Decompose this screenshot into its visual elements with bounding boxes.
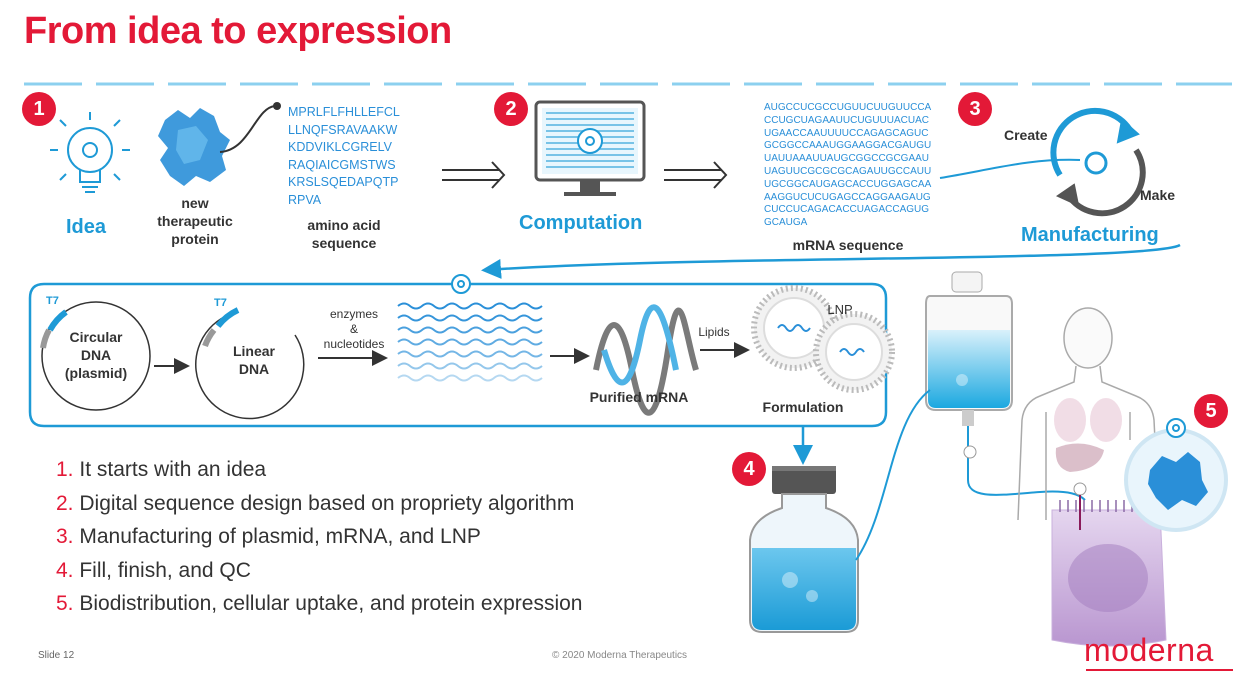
purified-mrna-label: Purified mRNA xyxy=(589,389,689,405)
double-arrow-1 xyxy=(442,161,506,189)
lnp-label: LNP xyxy=(827,302,853,317)
copyright: © 2020 Moderna Therapeutics xyxy=(552,650,688,661)
lnp-particles-icon xyxy=(751,285,895,393)
lipids-label: Lipids xyxy=(698,325,730,339)
t7-label-circular: T7 xyxy=(46,295,59,307)
mrna-to-manufacturing-line xyxy=(939,158,1081,179)
step-badge-3: 3 xyxy=(958,92,992,126)
computation-label: Computation xyxy=(519,212,643,234)
list-item: 1. It starts with an idea xyxy=(56,458,267,481)
organs-icon xyxy=(1054,398,1122,472)
linear-dna-icon xyxy=(195,307,305,420)
list-item: 2. Digital sequence design based on prop… xyxy=(56,491,575,515)
vial-to-bag-line xyxy=(855,389,931,561)
formulation-label: Formulation xyxy=(762,399,844,415)
step-badge-4: 4 xyxy=(732,452,766,486)
moderna-logo: moderna xyxy=(1084,632,1214,668)
page-title: From idea to expression xyxy=(24,10,452,52)
logo-underline xyxy=(1086,669,1233,671)
purified-mrna-icon xyxy=(593,304,699,416)
step-badge-5: 5 xyxy=(1194,394,1228,428)
idea-label: Idea xyxy=(66,216,107,238)
amino-acid-label: amino acid sequence xyxy=(307,217,381,251)
linear-dna-label: Linear DNA xyxy=(232,343,275,377)
iv-bag-icon xyxy=(925,271,1087,501)
amino-acid-sequence: MPRLFLFHLLEFCL LLNQFSRAVAAKW KDDVIKLCGRE… xyxy=(288,105,400,207)
expressed-protein-icon xyxy=(1124,418,1228,532)
circular-dna-icon xyxy=(40,301,151,411)
t7-label-linear: T7 xyxy=(214,297,227,309)
list-item: 3. Manufacturing of plasmid, mRNA, and L… xyxy=(56,525,481,548)
human-body-icon xyxy=(1017,307,1159,521)
enzymes-nucleotides-label: enzymes & nucleotides xyxy=(323,307,385,351)
protein-connector xyxy=(219,105,276,153)
lightbulb-icon xyxy=(50,112,130,193)
slide-number: Slide 12 xyxy=(38,650,75,661)
mrna-strands-icon xyxy=(397,302,543,382)
circular-dna-label: Circular DNA (plasmid) xyxy=(64,329,128,381)
cell-icon xyxy=(1051,495,1167,647)
steps-list: 1. It starts with an idea 2. Digital seq… xyxy=(56,453,583,621)
step-badge-2: 2 xyxy=(494,92,528,126)
computer-monitor-icon xyxy=(534,100,646,196)
create-make-cycle-icon xyxy=(1050,107,1146,217)
protein-icon xyxy=(158,108,230,186)
vial-icon xyxy=(749,466,859,633)
mrna-sequence: AUGCCUCGCCUGUUCUUGUUCCA CCUGCUAGAAUUCUGU… xyxy=(764,102,932,229)
make-label: Make xyxy=(1140,187,1176,203)
process-box xyxy=(28,282,888,428)
list-item: 4. Fill, finish, and QC xyxy=(56,558,251,582)
list-item: 5. Biodistribution, cellular uptake, and… xyxy=(56,592,583,615)
double-arrow-2 xyxy=(664,161,728,189)
protein-label: new therapeutic protein xyxy=(157,195,233,247)
manufacturing-label: Manufacturing xyxy=(1021,224,1159,246)
manufacturing-to-process-arrow xyxy=(481,243,1181,279)
step-badge-1: 1 xyxy=(22,92,56,126)
mrna-sequence-label: mRNA sequence xyxy=(792,237,904,253)
create-label: Create xyxy=(1004,127,1048,143)
